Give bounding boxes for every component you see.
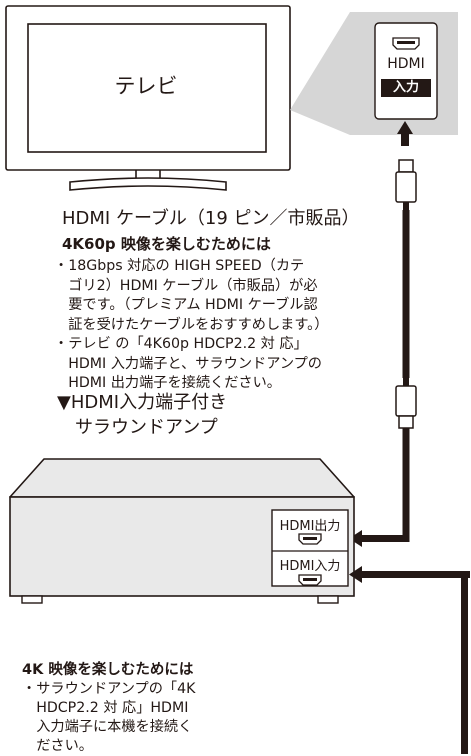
arrow-up-icon <box>397 121 413 146</box>
amp-foot-left <box>21 595 43 604</box>
note-line: ・サラウンドアンプの「4K <box>22 681 196 697</box>
amp-title: ▼HDMI入力端子付き サラウンドアンプ <box>57 390 227 440</box>
tv-label: テレビ <box>114 74 178 98</box>
note-line: 入力端子に本機を接続く <box>22 719 193 735</box>
cable-title: HDMI ケーブル（19 ピン／市販品） <box>62 208 360 229</box>
note-line: 要です。（プレミアム HDMI ケーブル認 <box>54 297 318 313</box>
amp-port-in-label: HDMI入力 <box>279 559 341 574</box>
amp-top <box>9 458 355 498</box>
hdmi-cable-player-amp <box>349 566 470 754</box>
tv-stand <box>69 177 227 191</box>
amp-port-out-label: HDMI出力 <box>279 519 341 534</box>
arrow-left-icon <box>349 566 362 583</box>
bottom-notes: ・サラウンドアンプの「4K HDCP2.2 対 応」HDMI 入力端子に本機を接… <box>22 680 195 756</box>
cable-notes: ・18Gbps 対応の HIGH SPEED（カテ ゴリ2）HDMI ケーブル（… <box>54 257 328 394</box>
note-line: ださい。 <box>22 738 93 754</box>
tv-illustration <box>5 5 291 191</box>
input-label-bg <box>381 79 431 97</box>
note-line: ゴリ2）HDMI ケーブル（市販品）が必 <box>54 277 318 294</box>
tv-neck <box>135 170 161 178</box>
note-line: 証を受けたケーブルをおすすめします。） <box>54 316 329 333</box>
note-line: HDMI 出力端子を接続ください。 <box>54 375 281 391</box>
hdmi-port-icon <box>392 37 420 50</box>
note-line: HDMI 入力端子と、サラウンドアンプの <box>54 355 322 372</box>
tv-screen <box>27 23 267 153</box>
amp-foot-right <box>317 595 339 604</box>
bottom-heading: 4K 映像を楽しむためには <box>22 662 194 678</box>
hdmi-out-port-icon <box>298 533 322 545</box>
arrow-left-icon <box>349 530 362 547</box>
hdmi-in-port-icon <box>298 574 322 586</box>
note-line: ・18Gbps 対応の HIGH SPEED（カテ <box>54 258 305 274</box>
hdmi-cable-tv-amp <box>349 121 417 547</box>
amp-port-panel <box>271 509 349 587</box>
tv-port-hdmi-label: HDMI <box>387 56 425 72</box>
cable-heading: 4K60p 映像を楽しむためには <box>62 235 271 253</box>
tv-port-input-label: 入力 <box>392 80 419 95</box>
surround-amplifier <box>9 458 355 604</box>
tv-hdmi-input-panel <box>290 12 458 135</box>
note-line: HDCP2.2 対 応」HDMI <box>22 700 189 716</box>
amp-title-line1: ▼HDMI入力端子付き <box>57 392 228 413</box>
note-line: ・テレビ の「4K60p HDCP2.2 対 応」 <box>54 336 308 352</box>
amp-title-line2: サラウンドアンプ <box>57 417 218 438</box>
